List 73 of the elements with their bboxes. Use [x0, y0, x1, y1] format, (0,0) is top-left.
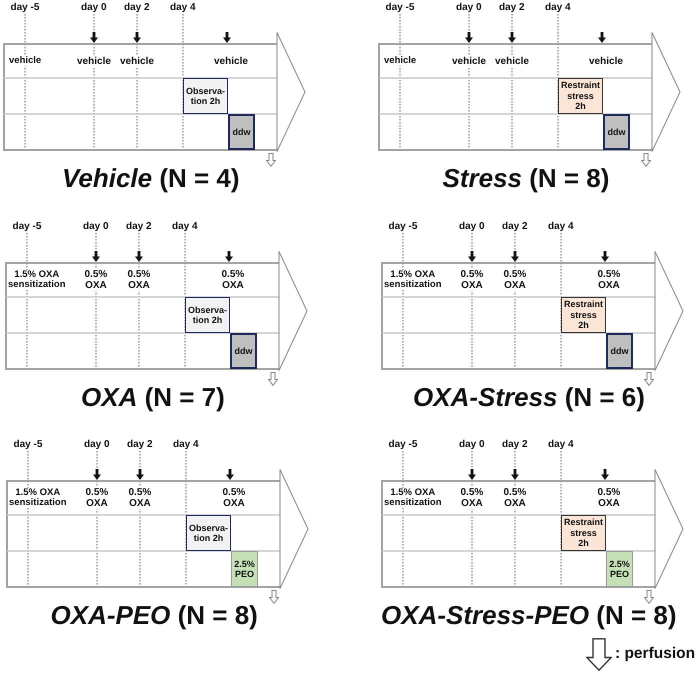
schedule-box: Restraint stress 2h — [561, 515, 606, 551]
schedule-box: Observa-tion 2h — [183, 78, 228, 114]
day-label: day 2 — [124, 2, 150, 14]
day-label: day 0 — [84, 439, 110, 451]
day-label: day 2 — [126, 221, 152, 233]
treatment-label: vehicle — [214, 56, 248, 66]
group-title: OXA-PEO (N = 8) — [50, 600, 258, 630]
day-label: day -5 — [12, 221, 42, 233]
schedule-box: 2.5% PEO — [231, 551, 258, 587]
schedule-box: ddw — [230, 333, 257, 369]
group-title: OXA-Stress (N = 6) — [413, 382, 645, 412]
group-title: Vehicle (N = 4) — [62, 163, 240, 193]
group-title: Stress (N = 8) — [442, 163, 610, 193]
treatment-label: 0.5% OXA — [504, 487, 526, 509]
treatment-label: vehicle — [452, 56, 486, 66]
day-label: day -5 — [10, 2, 40, 14]
day-label: day 4 — [548, 439, 574, 451]
legend-text: : perfusion — [615, 645, 696, 663]
day-label: day 0 — [459, 221, 485, 233]
day-label: day 4 — [545, 2, 571, 14]
group-title: OXA-Stress-PEO (N = 8) — [381, 600, 676, 630]
day-label: day 0 — [83, 221, 109, 233]
timeline-arrow — [381, 251, 684, 371]
day-label: day 2 — [502, 221, 528, 233]
treatment-label: vehicle — [77, 56, 111, 66]
day-label: day -5 — [388, 221, 418, 233]
schedule-box: ddw — [603, 114, 630, 150]
day-label: day 0 — [456, 2, 482, 14]
schedule-box: 2.5% PEO — [606, 551, 633, 587]
group-title: OXA (N = 7) — [81, 382, 225, 412]
treatment-label: 1.5% OXA sensitization — [8, 270, 66, 290]
day-label: day -5 — [14, 439, 42, 451]
treatment-label: 0.5% OXA — [222, 269, 244, 291]
schedule-box: Observa-tion 2h — [185, 297, 230, 333]
day-label: day -5 — [388, 439, 418, 451]
day-label: day 4 — [172, 221, 198, 233]
schedule-box: Observa-tion 2h — [186, 515, 231, 551]
treatment-label: 0.5% OXA — [598, 269, 620, 291]
timeline-arrow — [5, 251, 308, 371]
treatment-label: 0.5% OXA — [504, 269, 526, 291]
timeline-arrow — [381, 469, 684, 589]
timeline-arrow — [6, 469, 309, 589]
timeline-arrow — [3, 32, 306, 152]
schedule-box: Restraint stress 2h — [561, 297, 606, 333]
treatment-label: 1.5% OXA sensitization — [384, 488, 442, 508]
day-label: day 4 — [548, 221, 574, 233]
treatment-label: 1.5% OXA sensitization — [384, 270, 442, 290]
schedule-box: ddw — [228, 114, 255, 150]
treatment-label: 0.5% OXA — [128, 269, 150, 291]
treatment-label: vehicle — [384, 56, 416, 66]
day-label: day 2 — [127, 439, 153, 451]
day-label: day -5 — [386, 2, 414, 14]
day-label: day 0 — [459, 439, 485, 451]
day-label: day 0 — [81, 2, 107, 14]
treatment-label: vehicle — [120, 56, 154, 66]
treatment-label: 0.5% OXA — [598, 487, 620, 509]
day-label: day 4 — [170, 2, 196, 14]
treatment-label: 0.5% OXA — [460, 269, 484, 291]
day-label: day 2 — [502, 439, 528, 451]
treatment-label: 0.5% OXA — [128, 487, 152, 509]
treatment-label: 0.5% OXA — [222, 487, 246, 509]
day-label: day 4 — [173, 439, 199, 451]
treatment-label: vehicle — [495, 56, 529, 66]
day-label: day 2 — [499, 2, 525, 14]
treatment-label: 1.5% OXA sensitization — [9, 488, 67, 508]
schedule-box: ddw — [606, 333, 633, 369]
schedule-box: Restraint stress 2h — [558, 78, 603, 114]
treatment-label: vehicle — [589, 56, 623, 66]
treatment-label: 0.5% OXA — [460, 487, 484, 509]
treatment-label: vehicle — [9, 56, 42, 66]
treatment-label: 0.5% OXA — [84, 269, 108, 291]
treatment-label: 0.5% OXA — [86, 487, 108, 509]
timeline-arrow — [378, 32, 681, 152]
